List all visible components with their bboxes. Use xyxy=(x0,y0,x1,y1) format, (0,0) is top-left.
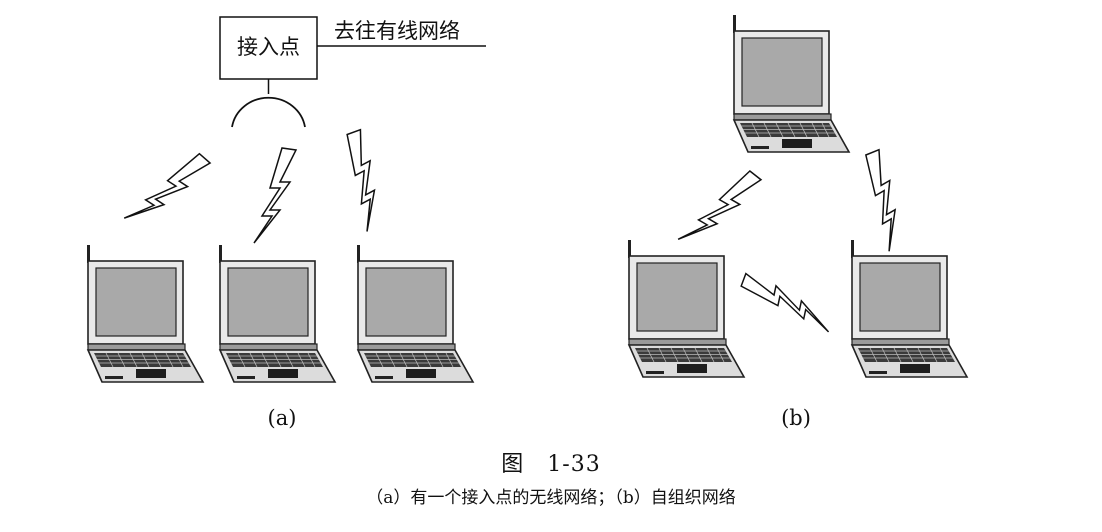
wireless-link-icon xyxy=(734,272,838,333)
wireless-link-icon xyxy=(677,156,763,262)
wireless-link-icon xyxy=(123,137,212,242)
panel-b-label: (b) xyxy=(781,406,811,430)
wired-network-label: 去往有线网络 xyxy=(334,19,460,43)
wireless-link-icon xyxy=(840,147,927,253)
panel-a: 接入点 去往有线网络 (a) xyxy=(86,16,486,430)
laptop-icon xyxy=(218,244,336,383)
wireless-link-icon xyxy=(253,147,297,244)
laptop-icon xyxy=(356,244,474,383)
laptop-icon xyxy=(732,14,850,153)
laptop-icon xyxy=(627,239,745,378)
panel-a-label: (a) xyxy=(268,406,297,430)
figure-number: 图 1-33 xyxy=(501,452,601,477)
access-point-box xyxy=(219,16,318,80)
panel-b: (b) xyxy=(627,14,968,430)
laptop-icon xyxy=(86,244,204,383)
wireless-link-icon xyxy=(321,127,405,233)
figure-caption: （a）有一个接入点的无线网络；（b）自组织网络 xyxy=(366,488,736,508)
access-point-antenna-icon xyxy=(231,96,306,128)
access-point-label: 接入点 xyxy=(237,35,300,59)
laptop-icon xyxy=(850,239,968,378)
